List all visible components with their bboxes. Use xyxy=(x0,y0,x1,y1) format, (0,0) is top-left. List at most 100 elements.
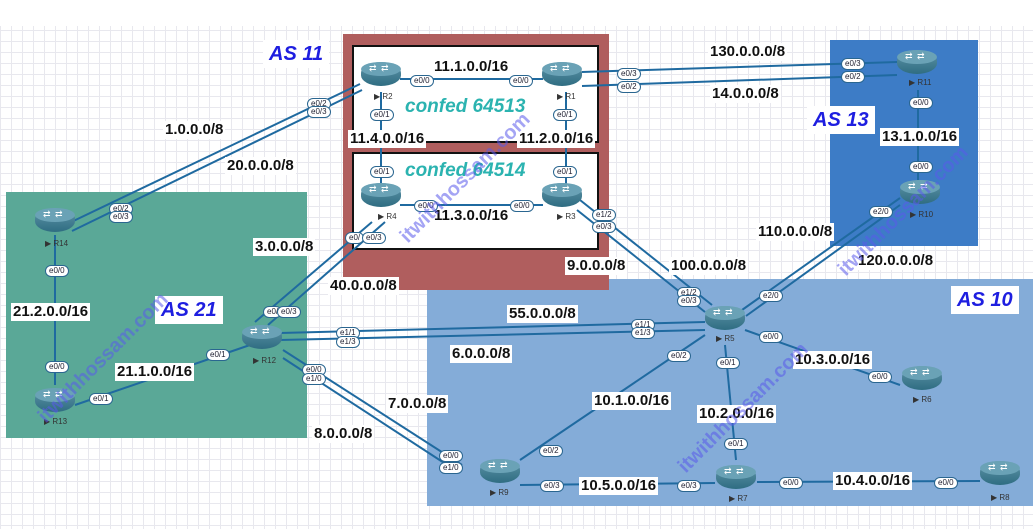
subnet-label: 110.0.0.0/8 xyxy=(756,223,835,241)
subnet-label: 11.2.0.0/16 xyxy=(517,130,596,148)
iface-label: e0/2 xyxy=(841,71,865,83)
subnet-label: 13.1.0.0/16 xyxy=(880,128,960,146)
iface-label: e0/1 xyxy=(553,109,577,121)
router-name: ▶ R1 xyxy=(557,92,576,101)
router-name: ▶ R2 xyxy=(374,92,393,101)
router-name: ▶ R6 xyxy=(913,395,932,404)
iface-label: e0/3 xyxy=(307,106,331,118)
subnet-label: 11.4.0.0/16 xyxy=(348,130,427,148)
router-name: ▶ R12 xyxy=(253,356,277,365)
iface-label: e0/0 xyxy=(510,200,534,212)
iface-label: e0/0 xyxy=(45,265,69,277)
router-r8[interactable]: ⇄ ⇄ xyxy=(980,461,1020,491)
iface-label: e0/0 xyxy=(509,75,533,87)
iface-label: e0/3 xyxy=(540,480,564,492)
iface-label: e0/1 xyxy=(206,349,230,361)
iface-label: e0/3 xyxy=(362,232,386,244)
router-r13[interactable]: ⇄ ⇄ xyxy=(35,388,75,418)
subnet-label: 120.0.0.0/8 xyxy=(856,252,936,270)
iface-label: e2/0 xyxy=(869,206,893,218)
iface-label: e0/1 xyxy=(370,166,394,178)
subnet-label: 130.0.0.0/8 xyxy=(708,43,788,61)
as21-label: AS 21 xyxy=(155,296,223,324)
subnet-label: 3.0.0.0/8 xyxy=(253,238,316,256)
router-name: ▶ R5 xyxy=(716,334,735,343)
subnet-label: 10.3.0.0/16 xyxy=(793,351,873,369)
as11-label: AS 11 xyxy=(263,40,330,68)
confed-64514-label: confed 64514 xyxy=(405,160,526,181)
router-r6[interactable]: ⇄ ⇄ xyxy=(902,366,942,396)
subnet-label: 6.0.0.0/8 xyxy=(450,345,513,363)
router-r14[interactable]: ⇄ ⇄ xyxy=(35,208,75,238)
iface-label: e0/3 xyxy=(592,221,616,233)
router-name: ▶ R9 xyxy=(490,488,509,497)
as13-label: AS 13 xyxy=(807,106,875,134)
subnet-label: 55.0.0.0/8 xyxy=(507,305,578,323)
subnet-label: 8.0.0.0/8 xyxy=(312,425,375,443)
iface-label: e0/0 xyxy=(909,97,933,109)
iface-label: e0/2 xyxy=(617,81,641,93)
as10-label: AS 10 xyxy=(951,286,1019,314)
router-name: ▶ R3 xyxy=(557,212,576,221)
iface-label: e0/2 xyxy=(539,445,563,457)
router-r2[interactable]: ⇄ ⇄ xyxy=(361,62,401,92)
iface-label: e0/0 xyxy=(909,161,933,173)
subnet-label: 40.0.0.0/8 xyxy=(328,277,399,295)
iface-label: e0/1 xyxy=(553,166,577,178)
router-r1[interactable]: ⇄ ⇄ xyxy=(542,62,582,92)
iface-label: e0/1 xyxy=(724,438,748,450)
router-name: ▶ R13 xyxy=(44,417,68,426)
subnet-label: 1.0.0.0/8 xyxy=(163,121,226,139)
iface-label: e0/0 xyxy=(868,371,892,383)
iface-label: e1/2 xyxy=(592,209,616,221)
router-r10[interactable]: ⇄ ⇄ xyxy=(900,180,940,210)
iface-label: e1/3 xyxy=(336,336,360,348)
router-r4[interactable]: ⇄ ⇄ xyxy=(361,183,401,213)
router-r11[interactable]: ⇄ ⇄ xyxy=(897,50,937,80)
iface-label: e2/0 xyxy=(759,290,783,302)
subnet-label: 10.2.0.0/16 xyxy=(697,405,777,423)
router-r12[interactable]: ⇄ ⇄ xyxy=(242,325,282,355)
subnet-label: 11.1.0.0/16 xyxy=(432,58,511,76)
subnet-label: 100.0.0.0/8 xyxy=(669,257,749,275)
subnet-label: 10.4.0.0/16 xyxy=(833,472,913,490)
iface-label: e1/3 xyxy=(631,327,655,339)
iface-label: e1/0 xyxy=(302,373,326,385)
subnet-label: 21.1.0.0/16 xyxy=(115,363,195,381)
router-name: ▶ R7 xyxy=(729,494,748,503)
confed-64513-label: confed 64513 xyxy=(405,96,526,117)
router-r7[interactable]: ⇄ ⇄ xyxy=(716,465,756,495)
subnet-label: 11.3.0.0/16 xyxy=(432,207,511,225)
iface-label: e0/3 xyxy=(841,58,865,70)
router-name: ▶ R11 xyxy=(909,78,932,87)
subnet-label: 7.0.0.0/8 xyxy=(386,395,449,413)
subnet-label: 9.0.0.0/8 xyxy=(565,257,628,275)
subnet-label: 10.1.0.0/16 xyxy=(592,392,672,410)
top-margin xyxy=(0,0,1033,26)
iface-label: e0/0 xyxy=(934,477,958,489)
subnet-label: 14.0.0.0/8 xyxy=(710,85,781,103)
router-name: ▶ R8 xyxy=(991,493,1010,502)
iface-label: e0/0 xyxy=(439,450,463,462)
iface-label: e0/1 xyxy=(89,393,113,405)
subnet-label: 10.5.0.0/16 xyxy=(579,477,659,495)
router-r3[interactable]: ⇄ ⇄ xyxy=(542,183,582,213)
iface-label: e0/3 xyxy=(109,211,133,223)
iface-label: e0/3 xyxy=(677,480,701,492)
iface-label: e0/0 xyxy=(759,331,783,343)
router-r5[interactable]: ⇄ ⇄ xyxy=(705,306,745,336)
iface-label: e0/2 xyxy=(667,350,691,362)
iface-label: e0/0 xyxy=(410,75,434,87)
router-r9[interactable]: ⇄ ⇄ xyxy=(480,459,520,489)
router-name: ▶ R4 xyxy=(378,212,397,221)
subnet-label: 20.0.0.0/8 xyxy=(225,157,296,175)
iface-label: e0/0 xyxy=(779,477,803,489)
iface-label: e1/0 xyxy=(439,462,463,474)
router-name: ▶ R14 xyxy=(45,239,69,248)
iface-label: e0/1 xyxy=(716,357,740,369)
router-name: ▶ R10 xyxy=(910,210,934,219)
iface-label: e0/3 xyxy=(677,295,701,307)
iface-label: e0/0 xyxy=(414,200,438,212)
iface-label: e0/0 xyxy=(45,361,69,373)
iface-label: e0/3 xyxy=(277,306,301,318)
